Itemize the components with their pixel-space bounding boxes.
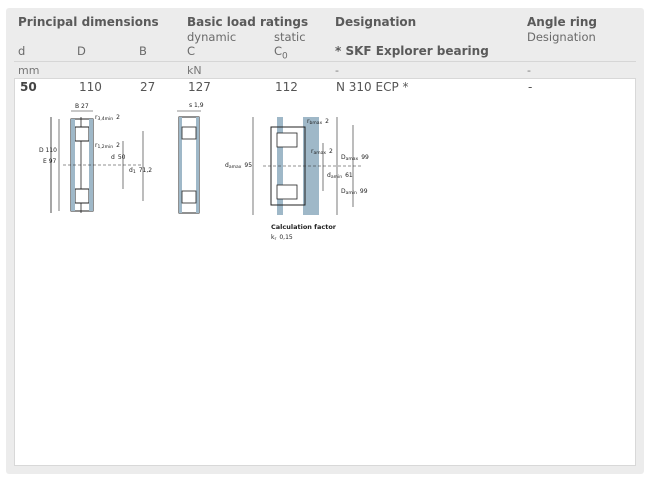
unit-mm: mm (18, 64, 40, 77)
value-D: 110 (79, 80, 102, 94)
col-d-label: d (18, 44, 26, 58)
calculation-factor-title: Calculation factor (271, 223, 337, 231)
explorer-note: * SKF Explorer bearing (335, 44, 489, 58)
col-B-label: B (139, 44, 147, 58)
angle-ring-header: Angle ring (527, 15, 598, 29)
designation-header: Designation (335, 15, 417, 29)
dynamic-label: dynamic (187, 30, 237, 44)
col-C0-label: C0 (274, 44, 288, 62)
drawing1-E-label: E 97 (43, 158, 57, 165)
bearing-section-outline-icon (50, 110, 144, 213)
drawing1-D-label: D 110 (39, 147, 57, 154)
value-C0: 112 (275, 80, 298, 94)
col-C-label: C (187, 44, 196, 58)
unit-angle-dash: - (527, 64, 531, 77)
value-d: 50 (20, 80, 37, 94)
header-divider (14, 61, 636, 62)
value-designation: N 310 ECP * (336, 80, 409, 94)
product-row-content: 50 110 27 127 112 N 310 ECP * - B 27 (14, 78, 636, 466)
drawing2-s-label: s 1,9 (189, 102, 204, 109)
value-angle-ring: - (528, 80, 533, 94)
static-label: static (274, 30, 306, 44)
principal-dimensions-header: Principal dimensions (18, 15, 159, 29)
angle-ring-designation-label: Designation (527, 30, 596, 44)
col-D-label: D (77, 44, 86, 58)
unit-designation-dash: - (335, 64, 339, 77)
product-table-panel: Principal dimensions Basic load ratings … (6, 8, 644, 474)
bearing-profile-drawing: s 1,9 (177, 102, 204, 214)
basic-load-ratings-header: Basic load ratings (187, 15, 309, 29)
drawing1-B-label: B 27 (75, 103, 89, 110)
value-B: 27 (140, 80, 156, 94)
value-C: 127 (188, 80, 211, 94)
abutment-outline-icon (252, 117, 363, 215)
unit-kN: kN (187, 64, 202, 77)
bearing-profile-outline-icon (177, 110, 201, 214)
